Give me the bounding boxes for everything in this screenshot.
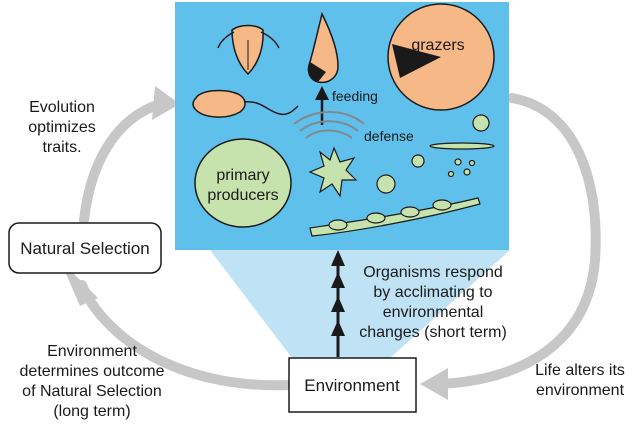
organisms-respond-line-1: Organisms respond: [363, 264, 503, 281]
cell-medium: [411, 154, 425, 168]
tintinnid-icon: [307, 11, 339, 84]
defense-waves-icon: [293, 111, 365, 139]
producers-label-line2: producers: [207, 187, 278, 204]
life-alters-line-1: Life alters its: [535, 362, 625, 379]
life-alters-line-2: environment: [536, 382, 625, 399]
evolution-line-3: traits.: [42, 139, 81, 156]
primary-producers: primary producers: [194, 138, 292, 228]
radiolarian-icon: [308, 146, 358, 198]
organisms-respond-text: Organisms respond by acclimating to envi…: [359, 264, 507, 341]
organisms-respond-line-2: by acclimating to: [373, 284, 492, 301]
organisms-respond-line-4: changes (short term): [359, 324, 507, 341]
grazer-mouth: [392, 44, 441, 78]
grazers-label: grazers: [411, 37, 464, 54]
env-determines-line-1: Environment: [47, 343, 137, 360]
cell-top-right: [472, 114, 490, 132]
dinoflagellate-icon: [192, 89, 299, 118]
arrow-env-to-selection: [77, 280, 295, 391]
organisms-respond-line-3: environmental: [383, 304, 484, 321]
cell-tiny-2: [468, 159, 476, 167]
arrow-selection-to-panel: [79, 99, 165, 225]
small-cells: [376, 114, 495, 194]
defense-label: defense: [364, 128, 414, 144]
cell-tiny-3: [463, 168, 471, 176]
evolution-line-2: optimizes: [28, 119, 96, 136]
cell-tiny-1: [454, 158, 462, 166]
life-alters-text: Life alters its environment: [535, 362, 625, 399]
evolution-line-1: Evolution: [29, 99, 95, 116]
env-determines-line-3: of Natural Selection: [22, 383, 162, 400]
arrowhead-environment: [420, 368, 448, 400]
acclimation-arrow: [331, 250, 345, 357]
environment-box: Environment: [288, 357, 417, 413]
arrow-panel-to-env: [435, 93, 601, 389]
cell-tiny-4: [447, 170, 455, 178]
cell-large: [376, 174, 396, 194]
evolution-text: Evolution optimizes traits.: [28, 99, 96, 156]
panel-beam: [210, 250, 510, 358]
env-determines-line-4: (long term): [53, 403, 130, 420]
environment-label: Environment: [304, 376, 400, 395]
diatom-chain-icon: [309, 197, 481, 237]
env-determines-text: Environment determines outcome of Natura…: [20, 343, 165, 420]
cell-elongated: [429, 142, 495, 150]
natural-selection-label: Natural Selection: [20, 239, 149, 258]
producers-label-line1: primary: [216, 167, 269, 184]
env-determines-line-2: determines outcome: [20, 363, 165, 380]
grazers: grazers: [387, 3, 495, 111]
natural-selection-box: Natural Selection: [8, 222, 162, 274]
copepod-icon: [217, 24, 280, 76]
feeding-label: feeding: [332, 88, 378, 104]
cycle-arrows: [77, 93, 601, 391]
arrowhead-panel: [152, 86, 180, 120]
